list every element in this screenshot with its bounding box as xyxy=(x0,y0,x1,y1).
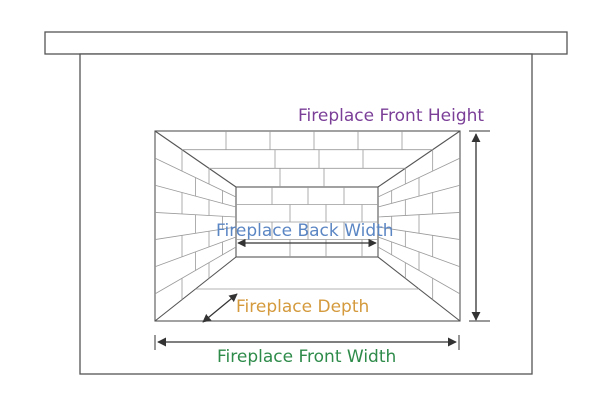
front-width-label: Fireplace Front Width xyxy=(217,347,396,367)
firebox-edge-top-left xyxy=(154,130,237,188)
front-height-label: Fireplace Front Height xyxy=(298,106,484,126)
firebox-front-opening xyxy=(154,130,461,322)
brick-pattern xyxy=(154,131,461,300)
depth-arrow xyxy=(202,293,238,323)
mantel-shelf xyxy=(44,31,568,55)
back-width-label: Fireplace Back Width xyxy=(216,221,394,241)
depth-label: Fireplace Depth xyxy=(236,297,369,317)
firebox-edge-top-right xyxy=(377,130,461,188)
fireplace-surround xyxy=(79,53,533,375)
